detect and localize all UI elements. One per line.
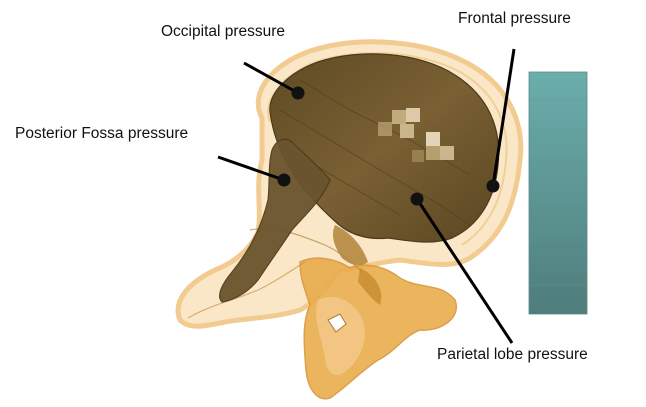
- color-bar: [529, 72, 587, 314]
- occipital-marker: [292, 87, 305, 100]
- frontal-marker: [487, 180, 500, 193]
- posterior-fossa-pressure-label: Posterior Fossa pressure: [15, 126, 188, 142]
- parietal-marker: [411, 193, 424, 206]
- occipital-pressure-label: Occipital pressure: [161, 24, 285, 40]
- frontal-pressure-label: Frontal pressure: [458, 11, 571, 27]
- parietal-lobe-pressure-label: Parietal lobe pressure: [437, 347, 588, 363]
- posterior-fossa-marker: [278, 174, 291, 187]
